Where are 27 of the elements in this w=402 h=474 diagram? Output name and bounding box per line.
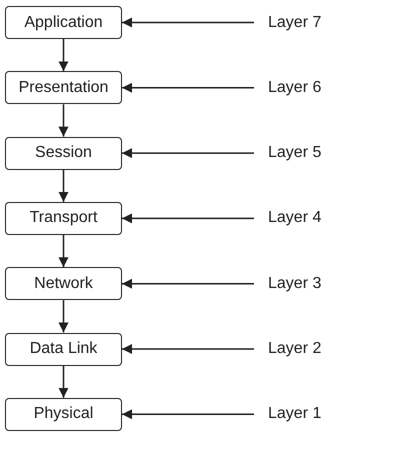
arrow bbox=[58, 104, 68, 137]
layer-label: Layer 2 bbox=[268, 339, 322, 359]
arrow bbox=[58, 39, 68, 72]
layer-box: Network bbox=[5, 267, 122, 300]
arrow bbox=[58, 234, 68, 268]
layer-label: Layer 7 bbox=[268, 12, 322, 32]
layer-box: Application bbox=[5, 6, 122, 39]
arrow bbox=[58, 366, 68, 398]
arrow bbox=[122, 18, 254, 28]
arrow bbox=[122, 344, 254, 354]
layer-box: Transport bbox=[5, 202, 122, 235]
arrow bbox=[58, 300, 68, 332]
arrow bbox=[58, 170, 68, 202]
layer-label: Layer 5 bbox=[268, 143, 322, 164]
arrow bbox=[122, 278, 254, 289]
layer-label: Layer 1 bbox=[268, 404, 322, 424]
layer-box: Physical bbox=[5, 398, 122, 431]
layer-box: Presentation bbox=[5, 71, 122, 104]
layer-label: Layer 4 bbox=[268, 208, 322, 228]
layer-label: Layer 6 bbox=[268, 78, 322, 98]
arrow bbox=[122, 409, 254, 420]
arrow bbox=[122, 213, 254, 224]
layer-label: Layer 3 bbox=[268, 274, 322, 294]
arrow bbox=[122, 148, 254, 158]
arrow bbox=[122, 82, 254, 93]
layer-box: Data Link bbox=[5, 332, 122, 366]
layer-box: Session bbox=[5, 136, 122, 170]
